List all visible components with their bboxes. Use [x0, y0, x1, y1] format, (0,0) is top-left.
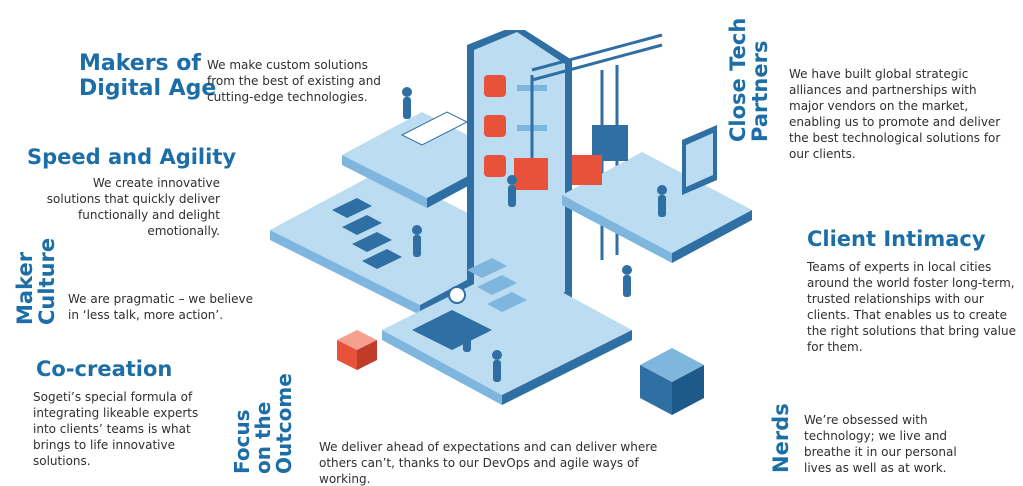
cube-bottom-left	[337, 330, 377, 370]
nerds-title: Nerds	[769, 403, 793, 473]
makers-title-line2: Digital Age	[79, 75, 217, 101]
maker-culture-title-line2: Culture	[35, 237, 60, 325]
stairs-left	[332, 198, 402, 269]
speed-title: Speed and Agility	[27, 145, 237, 169]
cocreation-title: Co-creation	[36, 357, 173, 381]
focus-title-line1: Focus	[230, 409, 254, 474]
speed-text: We create innovative solutions that quic…	[46, 176, 220, 238]
crane-box	[514, 158, 548, 190]
maker-culture-title: Maker Culture	[13, 237, 60, 325]
isometric-workplace-illustration-icon	[270, 30, 752, 415]
partners-text: We have built global strategic alliances…	[789, 67, 1001, 161]
stairs-bottom	[467, 258, 527, 312]
people	[402, 87, 667, 382]
focus-text: We deliver ahead of expectations and can…	[319, 440, 658, 486]
makers-title: Makers of Digital Age	[79, 51, 219, 101]
maker-culture-text: We are pragmatic – we believe in ‘less t…	[68, 292, 253, 322]
nerds-text: We’re obsessed with technology; we live …	[804, 413, 957, 475]
right-platform	[562, 125, 752, 263]
cube-bottom-right	[640, 348, 704, 415]
cocreation-text: Sogeti’s special formula of integrating …	[33, 390, 199, 468]
intimacy-title: Client Intimacy	[807, 227, 986, 251]
makers-text: We make custom solutions from the best o…	[207, 58, 381, 104]
intimacy-text: Teams of experts in local cities around …	[807, 260, 1016, 354]
makers-title-line1: Makers of	[79, 51, 201, 76]
maker-culture-title-line1: Maker	[13, 251, 37, 325]
bottom-platform	[382, 265, 632, 405]
